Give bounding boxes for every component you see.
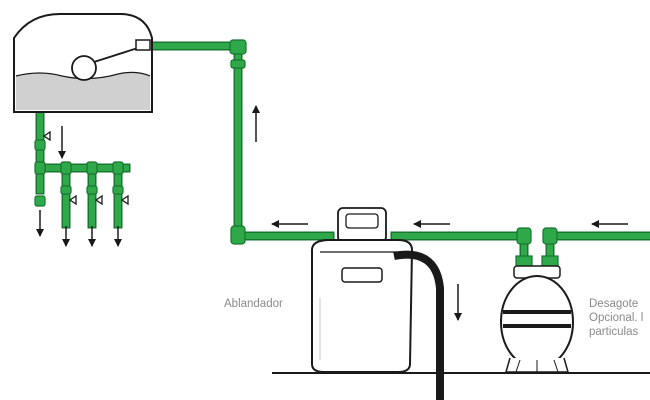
filter-body [500, 275, 574, 369]
filter-label-line1: Desagote [589, 298, 639, 310]
storage-tank [13, 13, 153, 113]
filter-label-line3: particulas [589, 326, 639, 338]
arrow-icon [36, 105, 628, 321]
tank-water [16, 72, 150, 110]
float-valve [135, 39, 151, 51]
valve-handle-icon [42, 130, 129, 206]
softener-unit [311, 207, 444, 400]
softener-body [311, 239, 414, 373]
pipe-fittings [34, 39, 558, 245]
pipe-supply-inlet [545, 231, 650, 267]
drain-hose [393, 250, 444, 400]
softener-panel [341, 267, 383, 283]
softener-label: Ablandador [224, 298, 283, 310]
filter-tank [500, 255, 574, 373]
float-ball [71, 55, 97, 81]
filter-label-line2: Opcional. l [589, 312, 644, 324]
